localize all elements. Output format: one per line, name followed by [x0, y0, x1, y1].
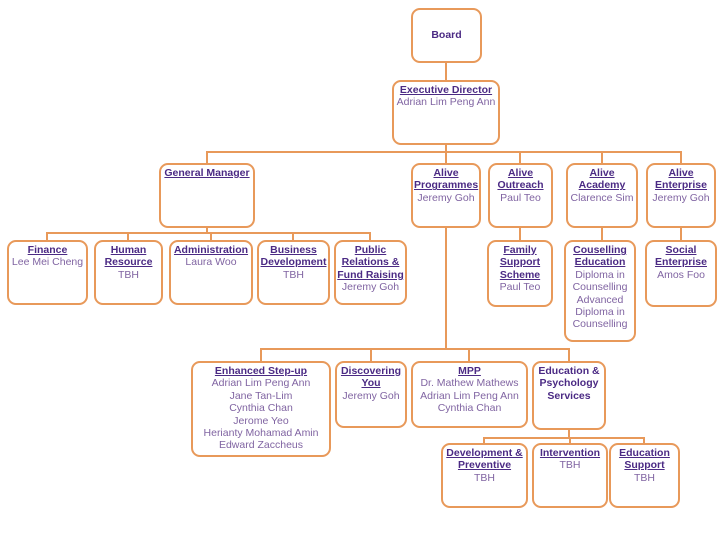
connector-education-psychology-to-children: [483, 428, 645, 445]
org-node-title: Alive Enterprise: [655, 167, 707, 192]
org-node-body: Paul Teo: [500, 191, 541, 204]
org-node-education-support: Education Support TBH: [609, 443, 680, 508]
org-node-body: Jeremy Goh: [342, 389, 400, 402]
org-node-administration: Administration Laura Woo: [169, 240, 253, 305]
org-node-title: Finance: [27, 244, 68, 256]
connector-alive-units-to-children: [519, 226, 682, 242]
org-node-title: Human Resource: [104, 244, 153, 269]
org-node-title: Enhanced Step-up: [214, 365, 308, 377]
org-node-title: Business Development: [260, 244, 327, 269]
org-node-mpp: MPP Dr. Mathew Mathews Adrian Lim Peng A…: [411, 361, 528, 428]
org-node-body: Jeremy Goh: [341, 281, 400, 294]
org-node-title: General Manager: [164, 167, 250, 179]
org-node-title: MPP: [458, 365, 481, 377]
org-node-body: Clarence Sim: [570, 191, 634, 204]
org-node-title: Social Enterprise: [655, 244, 707, 269]
org-node-couselling-education: Couselling Education Diploma in Counsell…: [564, 240, 636, 342]
org-node-body: Adrian Lim Peng Ann: [396, 96, 496, 109]
org-node-title: Family Support Scheme: [499, 244, 541, 281]
org-node-alive-enterprise: Alive Enterprise Jeremy Goh: [646, 163, 716, 228]
org-node-title: Couselling Education: [573, 244, 627, 269]
org-node-body: Jeremy Goh: [652, 191, 710, 204]
org-node-title: Development & Preventive: [446, 447, 523, 472]
org-node-title: Education & Psychology Services: [538, 365, 600, 402]
org-node-human-resource: Human Resource TBH: [94, 240, 163, 305]
org-node-education-psychology-services: Education & Psychology Services: [532, 361, 606, 430]
org-node-alive-outreach: Alive Outreach Paul Teo: [488, 163, 553, 228]
org-node-development-preventive: Development & Preventive TBH: [441, 443, 528, 508]
org-node-title: Education Support: [619, 447, 670, 472]
org-node-family-support-scheme: Family Support Scheme Paul Teo: [487, 240, 553, 307]
org-node-board: Board: [411, 8, 482, 63]
org-node-body: Jeremy Goh: [417, 191, 475, 204]
org-node-title: Administration: [173, 244, 249, 256]
connector-alive-programmes-to-children: [260, 226, 570, 363]
org-node-enhanced-step-up: Enhanced Step-up Adrian Lim Peng Ann Jan…: [191, 361, 331, 457]
org-node-general-manager: General Manager: [159, 163, 255, 228]
org-node-finance: Finance Lee Mei Cheng: [7, 240, 88, 305]
org-node-body: Amos Foo: [657, 268, 705, 281]
org-node-title: Executive Director: [399, 84, 493, 96]
org-node-body: Diploma in Counselling Advanced Diploma …: [572, 268, 628, 331]
org-node-intervention: Intervention TBH: [532, 443, 608, 508]
org-node-body: TBH: [634, 471, 655, 484]
org-node-body: TBH: [474, 471, 495, 484]
org-node-title: Alive Academy: [578, 167, 626, 192]
org-node-title: Alive Outreach: [497, 167, 544, 192]
org-node-title: Board: [431, 29, 462, 42]
org-node-title: Intervention: [539, 447, 601, 459]
org-node-title: Alive Programmes: [414, 167, 479, 192]
org-node-title: Public Relations & Fund Raising: [337, 244, 404, 281]
org-node-public-relations-fund-raising: Public Relations & Fund Raising Jeremy G…: [334, 240, 407, 305]
org-node-body: Laura Woo: [185, 256, 237, 269]
org-node-alive-programmes: Alive Programmes Jeremy Goh: [411, 163, 481, 228]
connector-general-manager-to-children: [46, 226, 371, 242]
org-node-discovering-you: Discovering You Jeremy Goh: [335, 361, 407, 428]
org-node-body: TBH: [118, 268, 139, 281]
org-node-social-enterprise: Social Enterprise Amos Foo: [645, 240, 717, 307]
org-node-business-development: Business Development TBH: [257, 240, 330, 305]
org-node-executive-director: Executive Director Adrian Lim Peng Ann: [392, 80, 500, 145]
org-node-body: Paul Teo: [499, 281, 541, 294]
org-node-body: Dr. Mathew Mathews Adrian Lim Peng Ann C…: [420, 377, 519, 415]
org-node-body: TBH: [559, 459, 581, 472]
org-node-body: Lee Mei Cheng: [11, 256, 84, 269]
org-node-title: Discovering You: [340, 365, 402, 390]
org-node-body: Adrian Lim Peng Ann Jane Tan-Lim Cynthia…: [203, 377, 319, 452]
connector-executive-director-to-children: [206, 143, 682, 165]
org-node-body: TBH: [283, 268, 304, 281]
org-node-alive-academy: Alive Academy Clarence Sim: [566, 163, 638, 228]
